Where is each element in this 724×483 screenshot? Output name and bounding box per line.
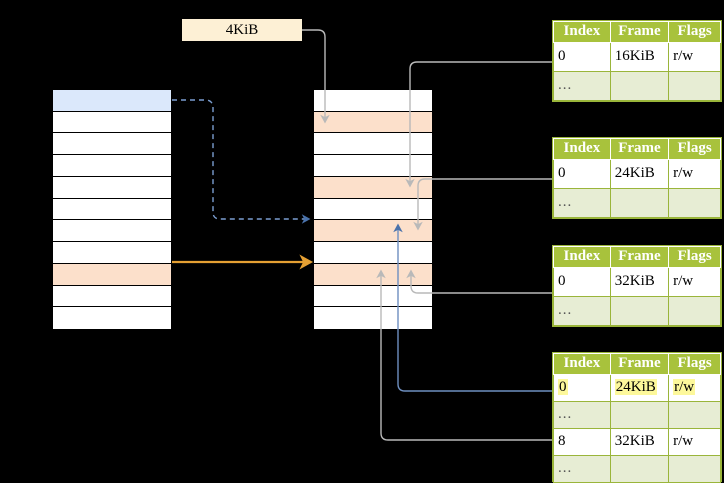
page-table-4-cell-index: ... — [553, 455, 611, 483]
page-table-3-cell-frame — [609, 296, 670, 326]
page-table-4-header-flags: Flags — [668, 353, 721, 375]
page-table-1-cell-index: ... — [553, 71, 611, 101]
page-table-1-cell-frame — [609, 71, 670, 101]
page-table-3-header-frame: Frame — [609, 246, 670, 268]
page-table-4-cell-frame — [609, 401, 670, 429]
virtual-page-cell-1 — [53, 112, 171, 133]
page-table-4-cell-flags: r/w — [668, 428, 721, 456]
page-table-1-header-flags: Flags — [668, 21, 721, 43]
physical-frame-cell-7 — [314, 242, 432, 264]
virtual-page-cell-9 — [53, 286, 171, 307]
virtual-page-cell-8 — [53, 264, 171, 286]
physical-memory-column — [313, 89, 433, 330]
page-table-1-cell-frame: 16KiB — [609, 42, 670, 72]
page-table-4-cell-index: 8 — [553, 428, 611, 456]
page-table-4-header-index: Index — [553, 353, 611, 375]
page-table-2-cell-index: 0 — [553, 159, 611, 189]
virtual-page-cell-0 — [53, 90, 171, 112]
physical-frame-cell-0 — [314, 90, 432, 112]
physical-frame-cell-6 — [314, 220, 432, 242]
page-size-label: 4KiB — [182, 19, 302, 41]
page-table-4-cell-frame: 32KiB — [609, 428, 670, 456]
virtual-address-space-column — [52, 89, 172, 330]
wire-table2-to-frame — [413, 178, 552, 231]
page-table-1-cell-index: 0 — [553, 42, 611, 72]
highlighted-value: 24KiB — [614, 379, 657, 395]
physical-frame-cell-4 — [314, 177, 432, 199]
page-table-3-cell-flags — [668, 296, 721, 326]
page-table-1-cell-flags: r/w — [668, 42, 721, 72]
page-table-3-cell-index: ... — [553, 296, 611, 326]
page-table-4-header-frame: Frame — [609, 353, 670, 375]
page-table-4-row[interactable]: ... — [553, 401, 721, 429]
page-table-2-header-frame: Frame — [609, 138, 670, 160]
page-table-2-cell-frame: 24KiB — [609, 159, 670, 189]
page-table-4-cell-frame: 24KiB — [609, 374, 670, 402]
page-table-2-row[interactable]: ... — [553, 188, 721, 218]
physical-frame-cell-2 — [314, 133, 432, 155]
page-table-4-row[interactable]: ... — [553, 455, 721, 483]
page-table-1-header-frame: Frame — [609, 21, 670, 43]
physical-frame-cell-3 — [314, 155, 432, 177]
page-table-2-cell-frame — [609, 188, 670, 218]
page-table-4-cell-flags — [668, 401, 721, 429]
page-table-2-header-flags: Flags — [668, 138, 721, 160]
page-table-3-row[interactable]: ... — [553, 296, 721, 326]
page-table-3-cell-index: 0 — [553, 267, 611, 297]
virtual-page-cell-6 — [53, 220, 171, 242]
page-table-2-header-index: Index — [553, 138, 611, 160]
physical-frame-cell-5 — [314, 199, 432, 220]
page-table-3-header-flags: Flags — [668, 246, 721, 268]
virtual-page-cell-7 — [53, 242, 171, 264]
page-table-4-cell-index: ... — [553, 401, 611, 429]
virtual-page-cell-5 — [53, 199, 171, 220]
highlighted-value: r/w — [673, 379, 696, 395]
page-table-4-cell-flags: r/w — [668, 374, 721, 402]
page-table-3-header-index: Index — [553, 246, 611, 268]
page-table-3-cell-frame: 32KiB — [609, 267, 670, 297]
page-table-4-cell-flags — [668, 455, 721, 483]
virtual-page-cell-2 — [53, 133, 171, 155]
page-table-2-cell-index: ... — [553, 188, 611, 218]
wire-virtual-to-physical-dashed — [172, 99, 311, 224]
physical-frame-cell-1 — [314, 112, 432, 133]
physical-frame-cell-9 — [314, 286, 432, 307]
page-table-4-row[interactable]: 0 24KiB r/w — [553, 374, 721, 402]
virtual-page-cell-3 — [53, 155, 171, 177]
physical-frame-cell-10 — [314, 307, 432, 329]
page-table-2-cell-flags: r/w — [668, 159, 721, 189]
highlighted-value: 0 — [558, 379, 568, 395]
page-table-3-cell-flags: r/w — [668, 267, 721, 297]
virtual-page-cell-4 — [53, 177, 171, 199]
page-table-4-cell-index: 0 — [553, 374, 611, 402]
page-table-2-cell-flags — [668, 188, 721, 218]
page-table-1-header-index: Index — [553, 21, 611, 43]
page-table-1-cell-flags — [668, 71, 721, 101]
virtual-page-cell-10 — [53, 307, 171, 329]
physical-frame-cell-8 — [314, 264, 432, 286]
page-table-1-row[interactable]: ... — [553, 71, 721, 101]
page-table-4-cell-frame — [609, 455, 670, 483]
